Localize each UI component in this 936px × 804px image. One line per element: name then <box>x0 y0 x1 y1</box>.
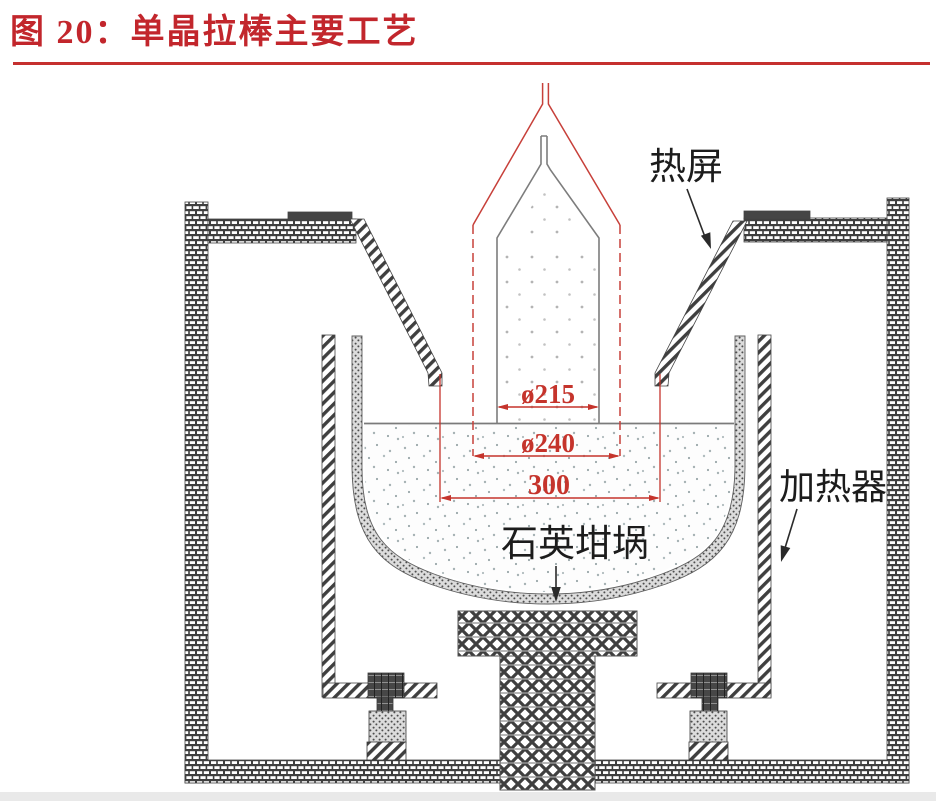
heat-shield-leader-line <box>686 188 706 238</box>
furnace-wall-left <box>184 201 209 784</box>
heater-assembly <box>321 334 772 699</box>
heat-shield <box>349 218 748 387</box>
pedestal-top-block <box>457 610 638 657</box>
support-bolts <box>366 672 729 761</box>
quartz-crucible-wall <box>351 335 746 605</box>
dimension-crucible-width: 300 <box>528 470 570 501</box>
pedestal-column <box>499 655 596 791</box>
crystal <box>496 135 600 424</box>
bolt-shaft-left <box>376 696 394 713</box>
heater-element-right <box>757 334 772 698</box>
heat-shield-arrowhead <box>700 232 711 249</box>
silicon-melt <box>364 425 733 592</box>
label-quartz-crucible: 石英坩埚 <box>501 523 649 564</box>
seed-rod-red-outline <box>472 83 621 226</box>
title-rule-divider <box>13 62 930 65</box>
crystal-outline <box>496 135 600 424</box>
shelf-plate-left <box>287 211 353 221</box>
heater-arrowhead <box>780 545 791 562</box>
page-bottom-divider <box>0 792 936 801</box>
bolt-block-left <box>368 710 407 744</box>
pull-rod-profile <box>472 83 621 456</box>
body-profile-dashed-lines <box>472 225 621 456</box>
dimension-body-diameter: ø240 <box>521 428 575 458</box>
figure-title: 图 20：单晶拉棒主要工艺 <box>10 14 419 51</box>
bolt-base-right <box>688 741 729 761</box>
crucible-pedestal <box>457 610 638 791</box>
label-heat-shield: 热屏 <box>649 146 723 187</box>
crystal-body-texture <box>499 246 598 422</box>
dim-extension-lines <box>439 374 661 502</box>
furnace-shelf-right <box>743 217 888 243</box>
furnace-wall-right <box>886 197 910 784</box>
furnace-shell <box>184 197 910 784</box>
dimension-annotations: ø215 ø240 300 <box>439 374 661 502</box>
heat-shield-right <box>654 220 748 387</box>
crystal-shoulder-texture <box>512 178 584 240</box>
bolt-shaft-right <box>701 696 719 713</box>
heat-shield-left <box>349 218 443 387</box>
dimension-crystal-diameter: ø215 <box>521 379 575 409</box>
shelf-plate-right <box>743 210 811 220</box>
bolt-base-left <box>366 741 407 761</box>
bolt-head-right <box>690 672 728 699</box>
dim-arrowheads <box>440 404 660 501</box>
quartz-crucible-arrowhead <box>551 587 561 602</box>
heater-element-left <box>321 334 336 698</box>
furnace-shelf-left <box>207 218 357 244</box>
label-heater: 加热器 <box>779 466 887 507</box>
part-labels: 热屏 加热器 石英坩埚 <box>501 146 887 602</box>
heater-leader-line <box>784 508 798 549</box>
bolt-block-right <box>689 710 728 744</box>
bolt-head-left <box>367 672 405 699</box>
